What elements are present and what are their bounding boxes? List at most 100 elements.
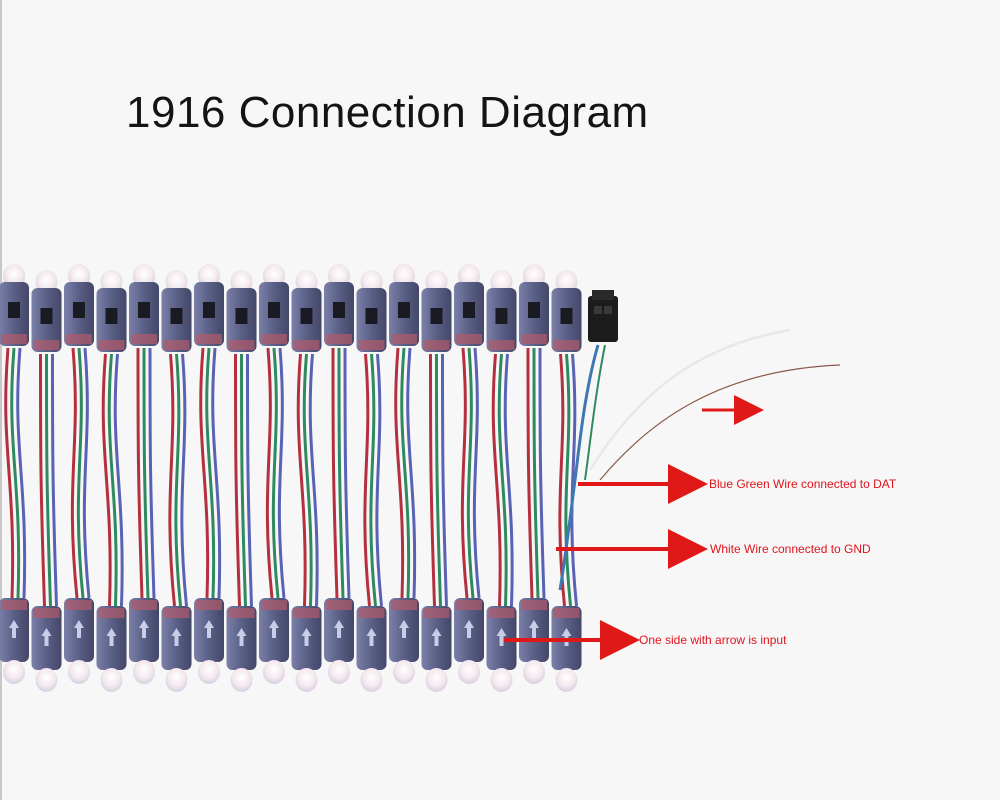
wire-strand: [331, 347, 339, 599]
wire-strand: [199, 347, 210, 599]
led-module-top: [31, 270, 62, 352]
ic-chip: [495, 308, 508, 324]
led-module-top: [551, 270, 582, 352]
led-module-bottom: [519, 598, 549, 684]
ic-chip: [398, 302, 410, 318]
direction-arrow-icon: [41, 628, 52, 646]
label-input: One side with arrow is input: [639, 633, 787, 647]
led-module-top: [454, 264, 484, 346]
direction-arrow-icon: [204, 620, 214, 638]
wire-strand: [441, 353, 448, 607]
wire-strand: [435, 353, 442, 607]
wire-strand: [76, 347, 85, 599]
wire-strand: [296, 353, 307, 607]
led-dome: [263, 660, 285, 684]
led-module-bottom: [389, 598, 419, 684]
wire-strand: [363, 353, 371, 607]
led-dome: [198, 660, 220, 684]
wire-strand: [538, 347, 546, 599]
led-dome: [393, 660, 415, 684]
wire-strand: [82, 347, 91, 599]
ic-chip: [40, 308, 53, 324]
direction-arrow-icon: [464, 620, 474, 638]
wire-strand: [205, 347, 216, 599]
wire-strand: [460, 347, 469, 599]
jst-connector: [588, 290, 618, 342]
wire-strand: [148, 347, 156, 599]
led-dome: [230, 668, 253, 692]
led-module-top: [291, 270, 322, 352]
led-dome: [490, 668, 513, 692]
wire-strand: [70, 347, 79, 599]
ic-chip: [528, 302, 540, 318]
led-module-bottom: [161, 606, 192, 692]
wire-strand: [174, 353, 182, 607]
wire-strand: [39, 353, 46, 607]
wire-strand: [16, 347, 27, 599]
direction-arrow-icon: [269, 620, 279, 638]
led-dome: [555, 668, 578, 692]
led-module-bottom: [0, 598, 29, 684]
wire-strand: [429, 353, 436, 607]
ic-chip: [430, 308, 443, 324]
led-dome: [35, 668, 58, 692]
wire-strand: [51, 353, 58, 607]
wire-strand: [168, 353, 176, 607]
led-module-bottom: [356, 606, 387, 692]
led-dome: [133, 660, 155, 684]
wire-strand: [558, 353, 566, 607]
direction-arrow-icon: [334, 620, 344, 638]
led-module-bottom: [96, 606, 127, 692]
left-edge-rule: [0, 0, 2, 800]
wire-strand: [142, 347, 150, 599]
led-module-top: [96, 270, 127, 352]
led-module-top: [356, 270, 387, 352]
ic-chip: [105, 308, 118, 324]
wire-strand: [45, 353, 52, 607]
led-module-top: [259, 264, 289, 346]
wire-strand: [466, 347, 475, 599]
led-module-top: [519, 264, 549, 346]
direction-arrow-icon: [139, 620, 149, 638]
top-module-row: [0, 264, 582, 352]
led-module-top: [64, 264, 94, 346]
led-module-bottom: [129, 598, 159, 684]
led-module-bottom: [486, 606, 517, 692]
led-module-bottom: [291, 606, 322, 692]
led-dome: [328, 660, 350, 684]
direction-arrow-icon: [399, 620, 409, 638]
wire-strand: [308, 353, 319, 607]
ic-chip: [365, 308, 378, 324]
wire-strand: [4, 347, 15, 599]
wire-strand: [532, 347, 540, 599]
wire-strand: [369, 353, 377, 607]
ic-chip: [560, 308, 573, 324]
led-dome: [295, 668, 318, 692]
led-module-bottom: [64, 598, 94, 684]
direction-arrow-icon: [9, 620, 19, 638]
wire-strand: [234, 353, 241, 607]
wire-strand: [113, 353, 124, 607]
led-module-bottom: [421, 606, 452, 692]
ic-chip: [138, 302, 150, 318]
led-module-top: [324, 264, 354, 346]
led-dome: [3, 660, 25, 684]
led-dome: [458, 660, 480, 684]
wire-strand: [375, 353, 383, 607]
led-module-top: [226, 270, 257, 352]
wire-strand: [400, 347, 411, 599]
ic-chip: [300, 308, 313, 324]
wire-strand: [472, 347, 481, 599]
led-module-bottom: [259, 598, 289, 684]
ic-chip: [235, 308, 248, 324]
wire-strand: [503, 353, 514, 607]
led-dome: [68, 660, 90, 684]
ic-chip: [268, 302, 280, 318]
wire-strand: [337, 347, 345, 599]
wire-strand: [570, 353, 578, 607]
led-dome: [523, 660, 545, 684]
diagram-title: 1916 Connection Diagram: [126, 88, 649, 137]
wire-strand: [406, 347, 417, 599]
wire-strand: [180, 353, 188, 607]
direction-arrow-icon: [236, 628, 247, 646]
